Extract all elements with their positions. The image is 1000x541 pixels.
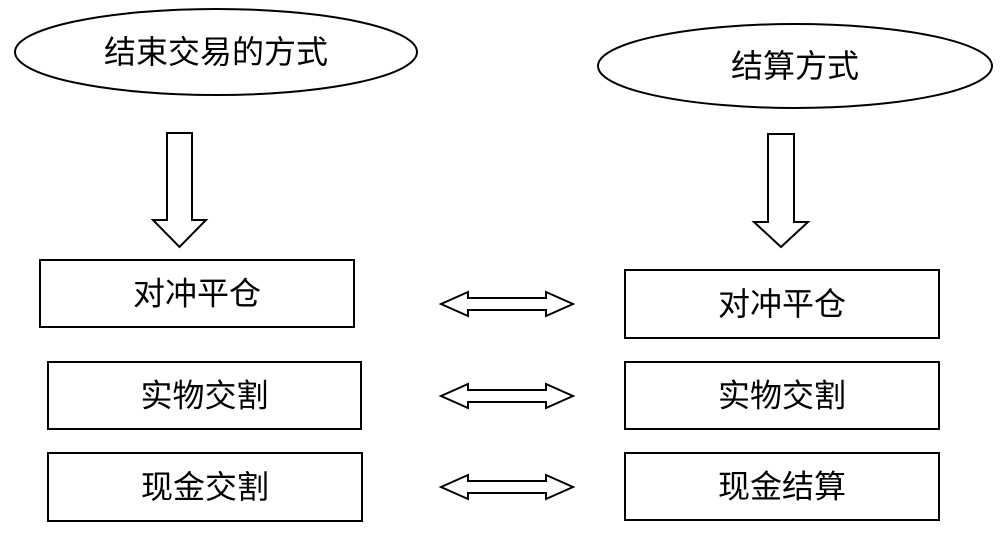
right-item-node-1: 实物交割 [624,361,940,430]
left-item-node-2: 现金交割 [47,452,363,522]
right-item-label: 现金结算 [718,468,846,506]
double-arrow-icon [438,290,576,318]
left-header-label: 结束交易的方式 [104,33,328,71]
right-item-label: 实物交割 [718,377,846,415]
right-item-node-2: 现金结算 [624,452,940,521]
right-down-arrow-icon [751,133,811,249]
left-item-label: 实物交割 [140,377,268,415]
double-arrow-icon [438,382,576,410]
left-header-node: 结束交易的方式 [14,8,418,96]
right-item-label: 对冲平仓 [718,285,846,323]
left-item-label: 对冲平仓 [133,275,261,313]
right-item-node-0: 对冲平仓 [624,269,940,339]
right-header-node: 结算方式 [597,23,993,109]
right-header-label: 结算方式 [731,47,859,85]
left-down-arrow-icon [150,132,209,249]
left-item-node-1: 实物交割 [47,361,362,430]
left-item-node-0: 对冲平仓 [39,259,355,328]
left-item-label: 现金交割 [141,468,269,506]
double-arrow-icon [438,473,576,501]
